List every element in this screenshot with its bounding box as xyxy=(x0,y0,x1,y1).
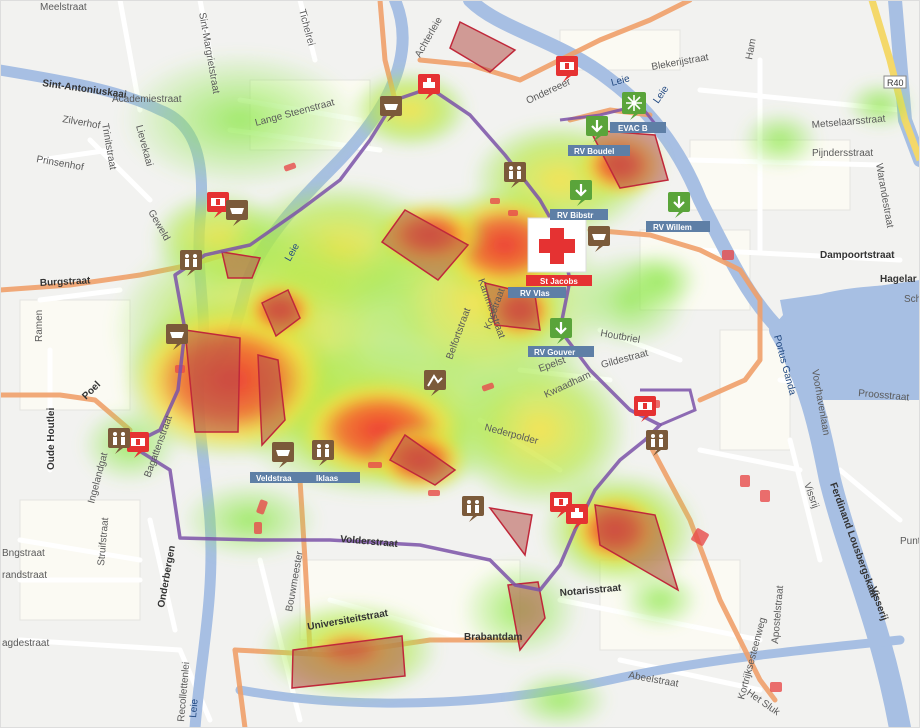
label-st-jacobs[interactable]: St Jacobs xyxy=(526,275,592,286)
label-veldstraat[interactable]: Veldstraa xyxy=(250,472,308,483)
street-label: Oude Houtlei xyxy=(46,408,57,470)
svg-text:Iklaas: Iklaas xyxy=(316,474,339,483)
svg-text:Veldstraa: Veldstraa xyxy=(256,474,292,483)
evacuation-arrow-icon[interactable] xyxy=(570,180,592,206)
ambulance-post-icon[interactable] xyxy=(634,396,656,422)
facility-labels: EVAC B RV Boudel RV Bibstr RV Willem St … xyxy=(250,122,710,483)
street-label: Hagelar xyxy=(880,274,917,285)
assembly-point-icon[interactable] xyxy=(622,92,646,120)
svg-text:R40: R40 xyxy=(887,78,904,88)
security-post-icon[interactable] xyxy=(226,200,248,226)
svg-text:RV Willem: RV Willem xyxy=(653,223,692,232)
svg-text:RV Vlas: RV Vlas xyxy=(520,289,550,298)
label-evac-b[interactable]: EVAC B xyxy=(610,122,666,133)
info-post-icon[interactable] xyxy=(646,430,668,456)
barrier-markers xyxy=(175,162,782,692)
harbour-basin xyxy=(780,280,920,400)
street-label: Meelstraat xyxy=(40,2,87,13)
street-label: Proosstraat xyxy=(858,388,910,403)
canal-label: Leie xyxy=(610,73,632,89)
street-label: Notarisstraat xyxy=(559,583,622,599)
street-label: Punt xyxy=(900,536,920,547)
info-post-icon[interactable] xyxy=(462,496,484,522)
street-label: Ramen xyxy=(34,310,45,342)
security-post-icon[interactable] xyxy=(588,226,610,252)
street-label: Burgstraat xyxy=(40,275,92,289)
street-label: Volderstraat xyxy=(340,534,399,550)
label-rv-gouver[interactable]: RV Gouver xyxy=(528,346,594,357)
street-label: Struifstraat xyxy=(96,517,111,566)
street-label: Brabantdam xyxy=(464,632,522,643)
canal-label: Leie xyxy=(188,698,201,718)
info-post-icon[interactable] xyxy=(504,162,526,188)
label-rv-willem[interactable]: RV Willem xyxy=(646,221,710,232)
svg-text:RV Boudel: RV Boudel xyxy=(574,147,614,156)
parade-route-north xyxy=(559,103,662,131)
street-label: agdestraat xyxy=(2,638,49,649)
label-rv-bibstr[interactable]: RV Bibstr xyxy=(550,209,608,220)
svg-text:EVAC B: EVAC B xyxy=(618,124,648,133)
facility-markers xyxy=(108,56,690,530)
info-post-icon[interactable] xyxy=(312,440,334,466)
evacuation-arrow-icon[interactable] xyxy=(668,192,690,218)
first-aid-post-icon[interactable] xyxy=(566,504,588,530)
evacuation-arrow-icon[interactable] xyxy=(586,116,608,142)
ambulance-post-icon[interactable] xyxy=(207,192,229,218)
street-label: Pijndersstraat xyxy=(812,148,873,159)
security-post-icon[interactable] xyxy=(380,96,402,122)
street-label: Ham xyxy=(744,38,759,61)
evacuation-arrow-icon[interactable] xyxy=(550,318,572,344)
parade-route-east xyxy=(640,388,697,427)
info-post-icon[interactable] xyxy=(180,250,202,276)
svg-text:RV Bibstr: RV Bibstr xyxy=(557,211,593,220)
street-label: Scha xyxy=(904,294,920,305)
first-aid-post-icon[interactable] xyxy=(418,74,440,100)
ambulance-post-icon[interactable] xyxy=(127,432,149,458)
street-label: Academiestraat xyxy=(112,94,182,105)
security-post-icon[interactable] xyxy=(166,324,188,350)
ambulance-post-icon[interactable] xyxy=(556,56,578,82)
street-label: Dampoortstraat xyxy=(820,250,895,261)
street-label: randstraat xyxy=(2,570,47,581)
event-zones xyxy=(184,20,680,689)
security-post-icon[interactable] xyxy=(272,442,294,468)
road-badge-r40: R40 xyxy=(883,75,907,89)
street-label: Apostelstraat xyxy=(770,585,786,644)
label-rv-vlas[interactable]: RV Vlas xyxy=(508,287,566,298)
svg-text:St Jacobs: St Jacobs xyxy=(540,277,578,286)
label-rv-boudel[interactable]: RV Boudel xyxy=(568,145,630,156)
street-label: Bngstraat xyxy=(2,548,45,559)
assembly-point-icon[interactable] xyxy=(424,370,446,396)
street-label: Recollettenlei xyxy=(176,661,192,722)
label-iklaas[interactable]: Iklaas xyxy=(308,472,360,483)
info-post-icon[interactable] xyxy=(108,428,130,454)
svg-text:RV Gouver: RV Gouver xyxy=(534,348,575,357)
first-aid-station-icon[interactable] xyxy=(527,217,587,273)
